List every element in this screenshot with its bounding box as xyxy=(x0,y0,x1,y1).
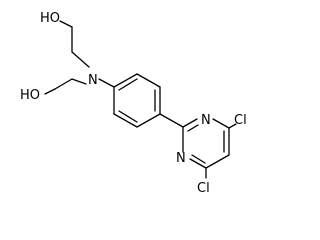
chlorine-label-lower: Cl xyxy=(197,181,210,196)
structure-canvas: HO HO N N N Cl Cl xyxy=(20,11,247,196)
benzene-bond-4 xyxy=(136,113,161,128)
lower-hydroxyethyl-chain xyxy=(44,78,87,95)
amine-nitrogen-label: N xyxy=(88,73,98,88)
pyrimidine-bond-ch-n-lower xyxy=(189,158,207,169)
benzene-bond-2 xyxy=(136,73,161,88)
upper-hydroxyethyl-chain xyxy=(59,20,90,68)
pyrimidine-bond-c-ch xyxy=(205,154,230,169)
pyrimidine-bond-c2-n-upper xyxy=(182,118,198,128)
pyrimidine-double-1 xyxy=(187,124,199,132)
benzene-ring xyxy=(113,73,161,128)
hydroxyl-label-lower: HO xyxy=(20,88,40,103)
bond-n-aryl xyxy=(98,78,115,88)
benzene-double-3 xyxy=(118,110,138,123)
bond-o-c-lower xyxy=(44,88,56,95)
pyrimidine-ring xyxy=(182,118,230,169)
benzene-bond-5 xyxy=(113,113,138,128)
bond-aryl-pyrimidine xyxy=(159,113,184,128)
bond-o-c-upper xyxy=(59,20,73,28)
bond-c-cl-upper xyxy=(228,123,237,129)
bond-c-n-lower xyxy=(71,78,87,85)
hydroxyl-label-upper: HO xyxy=(40,11,60,26)
chemical-structure: HO HO N N N Cl Cl xyxy=(20,11,247,196)
bond-c-n-upper xyxy=(71,51,90,68)
chlorine-label-upper: Cl xyxy=(234,113,247,128)
benzene-bond-1 xyxy=(113,73,138,88)
pyrimidine-nitrogen-label-upper: N xyxy=(201,113,211,128)
pyrimidine-nitrogen-label-lower: N xyxy=(176,151,186,166)
pyrimidine-double-3 xyxy=(191,154,206,164)
bond-c-c-lower xyxy=(54,78,73,90)
benzene-double-1 xyxy=(118,78,138,91)
pyrimidine-bond-n-upper-c xyxy=(212,118,230,129)
